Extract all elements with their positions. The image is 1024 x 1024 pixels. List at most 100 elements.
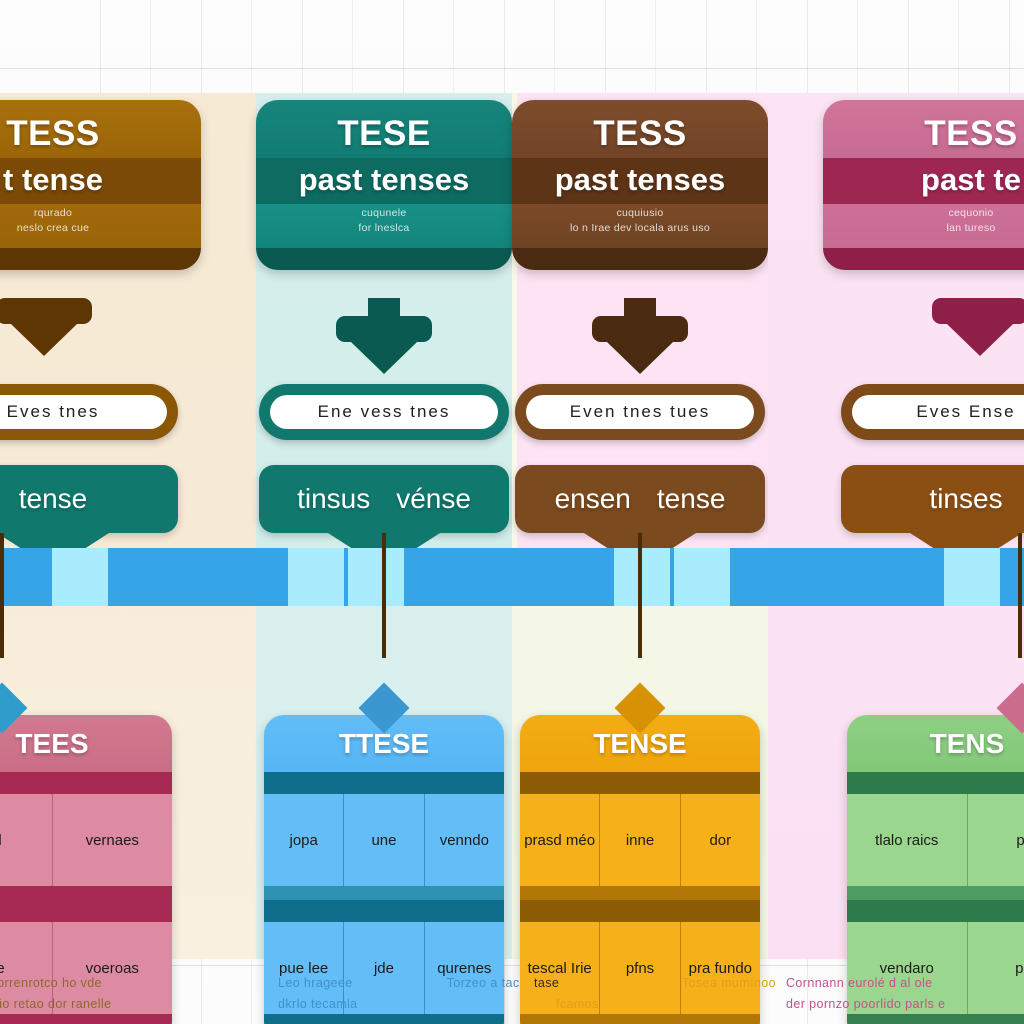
bottom-card-stripe-4a	[847, 772, 1024, 794]
caption-wrap-4: Cornnann eurolé d al ole der pornzo poor…	[768, 973, 1024, 1024]
bottom-card-cell: tlalo raics	[847, 794, 968, 886]
bottom-card-wrap-4: TENS tlalo raics pre vendaro pés	[768, 715, 1024, 1024]
pill-wrap-2: Ene vess tnes	[256, 384, 512, 440]
tag-wrap-3: ensen tense	[512, 465, 768, 533]
caption-wrap-1: der prrenrotco ho vde gostio retao dor r…	[0, 973, 256, 1024]
timeline-bar[interactable]	[0, 548, 1024, 606]
bottom-card-stripe-2b	[264, 886, 504, 900]
header-note-line2-2: for lneslca	[358, 222, 410, 235]
tag-wrap-2: tinsus vénse	[256, 465, 512, 533]
caption-wrap-2: Leo hrageee dkrlo tecamla Torzeo a tacin…	[256, 973, 544, 1024]
pill-inner-1: Eves tnes	[0, 395, 167, 429]
caption-line: der prrenrotco ho vde	[0, 976, 102, 990]
bottom-card-cell: jde	[344, 922, 425, 1014]
header-card-3[interactable]: TESS past tenses cuquiusio lo n Irae dev…	[512, 100, 768, 271]
header-card-1[interactable]: TESS t tense rqurado neslo crea cue	[0, 100, 201, 271]
column-past-tenses-pink: TESS past te cequonio lan tureso	[768, 93, 1024, 1024]
bottom-card-cell: pfns	[600, 922, 681, 1014]
pill-badge-3[interactable]: Even tnes tues	[515, 384, 765, 440]
pill-badge-2[interactable]: Ene vess tnes	[259, 384, 509, 440]
header-band-note-3: cuquiusio lo n Irae dev locala arus uso	[512, 204, 768, 249]
bottom-card-stripe-4c	[847, 900, 1024, 922]
pill-label-2: Ene vess tnes	[317, 402, 451, 421]
header-card-2[interactable]: TESE past tenses cuqunele for lneslca	[256, 100, 512, 271]
bottom-card-stripe-2a	[264, 772, 504, 794]
column-past-tenses-teal: TESE past tenses cuqunele for lneslca	[256, 93, 544, 1024]
header-note-line1-4: cequonio	[948, 207, 994, 219]
caption-line: Leo hrageee	[278, 976, 353, 990]
down-arrow-2	[336, 298, 432, 374]
bottom-card-row-1b: Iere voeroas	[0, 922, 172, 1014]
bottom-card-stripe-3b	[520, 886, 760, 900]
bottom-card-cell: une	[344, 794, 425, 886]
header-band-note-4: cequonio lan tureso	[823, 204, 1024, 249]
bottom-card-cell: vernaes	[85, 831, 139, 849]
arrow-tip-1	[11, 324, 77, 356]
timeline-connector-1	[0, 533, 4, 658]
bottom-card-row-3a: prasd méo inne dor	[520, 794, 760, 886]
header-band-note-1: rqurado neslo crea cue	[0, 204, 201, 249]
bottom-card-cell: bol	[0, 794, 53, 886]
pill-wrap-3: Even tnes tues	[512, 384, 768, 440]
header-footer-band-4	[823, 248, 1024, 271]
pill-wrap-1: Eves tnes	[0, 384, 256, 440]
bottom-card-header-4: TENS	[847, 715, 1024, 772]
timeline-notch	[348, 548, 404, 606]
tag-word-1a: tense	[18, 483, 88, 514]
header-band-subtitle-3: past tenses	[512, 158, 768, 204]
conjugation-card-2[interactable]: TTESE jopa une venndo pue lee jde qurene…	[264, 715, 504, 1024]
caption-block-2a: Leo hrageee dkrlo tecamla	[278, 973, 358, 1024]
bottom-card-cell: Iere	[0, 922, 53, 1014]
arrow-stem-3	[624, 298, 656, 316]
bottom-card-cell: jopa	[264, 794, 345, 886]
header-title-3: TESS	[593, 114, 687, 153]
pill-label-1: Eves tnes	[6, 402, 100, 421]
pill-label-4: Eves Ense	[916, 402, 1016, 421]
bottom-card-row-4a: tlalo raics pre	[847, 794, 1024, 886]
bottom-card-cell: pue lee	[264, 922, 345, 1014]
caption-block-3a: tase fcamos	[534, 973, 599, 1024]
header-title-4: TESS	[924, 114, 1018, 153]
down-arrow-4	[932, 298, 1024, 356]
timeline-notch	[288, 548, 344, 606]
conjugation-card-4[interactable]: TENS tlalo raics pre vendaro pés	[847, 715, 1024, 1024]
header-band-title-3: TESS	[512, 100, 768, 158]
pill-label-3: Even tnes tues	[569, 402, 711, 421]
pill-inner-4: Eves Ense	[852, 395, 1024, 429]
down-arrow-3	[592, 298, 688, 374]
header-card-4[interactable]: TESS past te cequonio lan tureso	[823, 100, 1024, 271]
bottom-card-stripe-1a	[0, 772, 172, 794]
pill-badge-1[interactable]: Eves tnes	[0, 384, 178, 440]
bottom-card-cell: dor	[709, 831, 732, 849]
caption-block-2b: Torzeo a tacinos	[447, 973, 544, 1024]
bottom-card-cell: voeroas	[85, 959, 139, 977]
arrow-stem-2	[368, 298, 400, 316]
header-band-title-1: TESS	[0, 100, 201, 158]
tense-tag-4[interactable]: tinses	[841, 465, 1024, 533]
bottom-card-wrap-1: TEES bol vernaes Iere voeroas	[0, 715, 256, 1024]
pill-badge-4[interactable]: Eves Ense	[841, 384, 1024, 440]
tag-word-3b: tense	[656, 483, 726, 514]
header-band-subtitle-2: past tenses	[256, 158, 512, 204]
bottom-card-cell: prasd méo	[520, 794, 601, 886]
header-subtitle-4: past te	[921, 162, 1021, 197]
bottom-card-footer-1	[0, 1014, 172, 1024]
timeline-notch	[944, 548, 1000, 606]
conjugation-card-1[interactable]: TEES bol vernaes Iere voeroas	[0, 715, 172, 1024]
arrow-tip-4	[947, 324, 1013, 356]
header-title-1: TESS	[6, 114, 100, 153]
caption-line: dkrlo tecamla	[278, 997, 358, 1012]
header-note-line2-4: lan tureso	[946, 222, 996, 235]
tense-tag-2[interactable]: tinsus vénse	[259, 465, 509, 533]
bottom-card-stripe-1c	[0, 900, 172, 922]
header-card-wrap-1: TESS t tense rqurado neslo crea cue	[0, 100, 256, 271]
header-title-2: TESE	[337, 114, 431, 153]
tag-word-3a: ensen	[554, 483, 631, 514]
caption-block-4: Cornnann eurolé d al ole der pornzo poor…	[786, 973, 946, 1024]
bottom-card-cell: inne	[600, 794, 681, 886]
tense-tag-1[interactable]: tense	[0, 465, 178, 533]
bottom-card-cell: pre	[1016, 831, 1024, 849]
tense-tag-3[interactable]: ensen tense	[515, 465, 765, 533]
bottom-card-row-3b: tescal Irie pfns pra fundo	[520, 922, 760, 1014]
timeline-connector-2	[382, 533, 386, 658]
